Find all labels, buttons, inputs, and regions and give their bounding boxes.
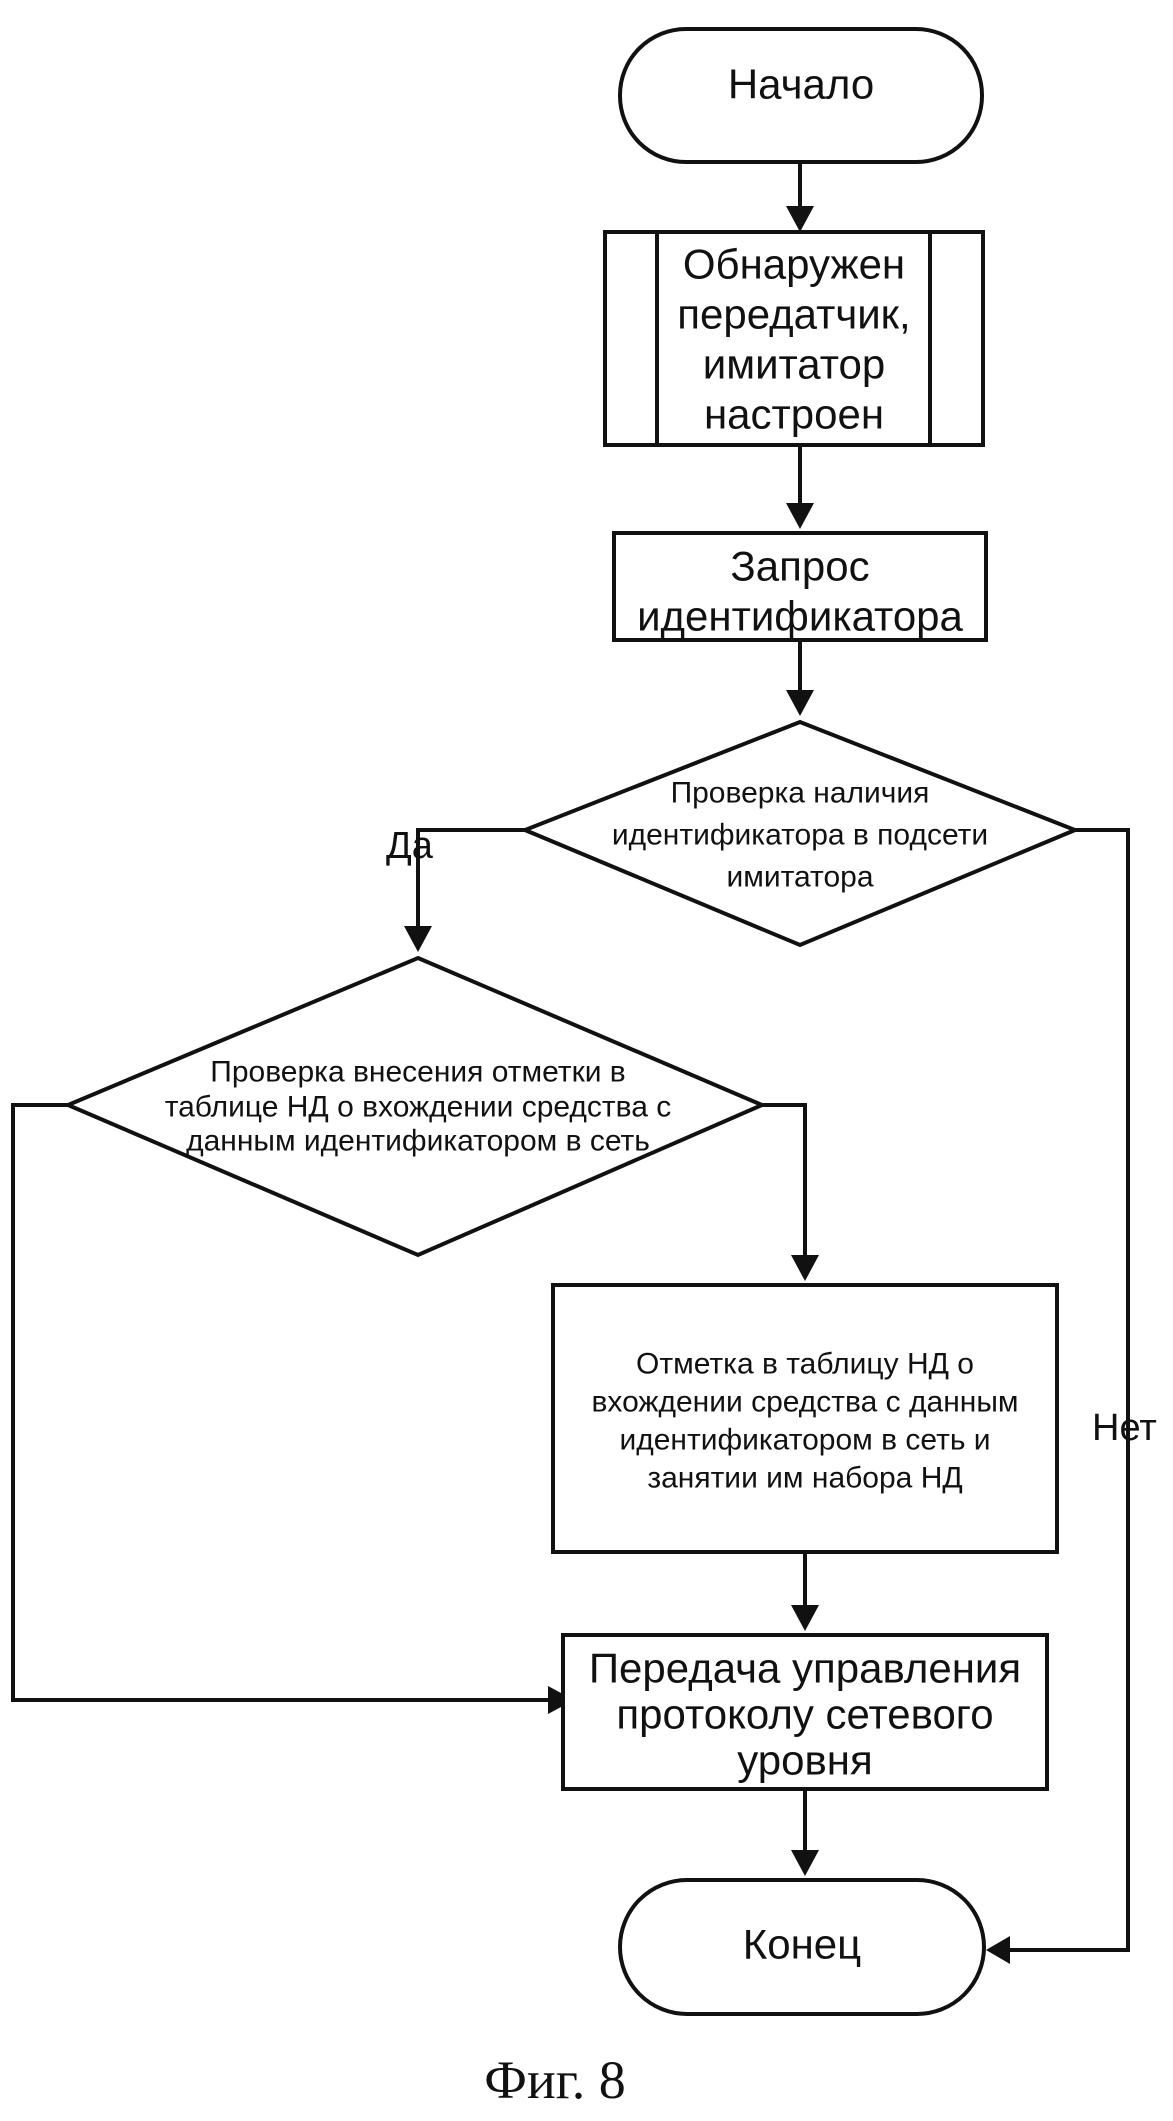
arrowhead-mark-table bbox=[791, 1255, 819, 1281]
arrowhead-detected bbox=[786, 206, 814, 232]
arrowhead-request bbox=[786, 503, 814, 529]
figure-caption: Фиг. 8 bbox=[484, 2050, 626, 2110]
node-transfer: Передача управления протоколу сетевого у… bbox=[563, 1635, 1047, 1789]
node-detected: Обнаружен передатчик, имитатор настроен bbox=[605, 232, 983, 445]
mark-table-line-4: занятии им набора НД bbox=[647, 1462, 962, 1495]
transfer-line-2: протоколу сетевого bbox=[616, 1691, 993, 1738]
node-check-table: Проверка внесения отметки в таблице НД о… bbox=[68, 958, 762, 1255]
edge-check-table-right bbox=[762, 1105, 805, 1255]
request-line-2: идентификатора bbox=[637, 593, 963, 640]
check-subnet-line-1: Проверка наличия bbox=[671, 777, 930, 810]
node-end: Конец bbox=[620, 1880, 984, 2014]
mark-table-process-box bbox=[553, 1285, 1057, 1552]
request-line-1: Запрос bbox=[730, 543, 869, 590]
check-table-line-3: данным идентификатором в сеть bbox=[186, 1125, 650, 1158]
edge-label-no: Нет bbox=[1092, 1407, 1157, 1449]
check-subnet-line-3: имитатора bbox=[726, 861, 873, 894]
mark-table-line-3: идентификатором в сеть и bbox=[619, 1424, 990, 1457]
node-mark-table: Отметка в таблицу НД о вхождении средств… bbox=[553, 1285, 1057, 1552]
detected-line-4: настроен bbox=[704, 391, 884, 438]
detected-line-3: имитатор bbox=[703, 341, 885, 388]
node-request: Запрос идентификатора bbox=[614, 533, 986, 640]
check-table-line-2: таблице НД о вхождении средства с bbox=[165, 1091, 672, 1124]
mark-table-line-2: вхождении средства с данным bbox=[591, 1386, 1018, 1419]
node-start: Начало bbox=[620, 29, 982, 162]
transfer-line-3: уровня bbox=[737, 1737, 873, 1784]
node-check-subnet: Проверка наличия идентификатора в подсет… bbox=[525, 722, 1075, 945]
transfer-line-1: Передача управления bbox=[589, 1645, 1021, 1692]
arrowhead-end-top bbox=[791, 1850, 819, 1876]
start-label: Начало bbox=[728, 61, 874, 108]
end-label: Конец bbox=[743, 1921, 861, 1968]
arrowhead-transfer-top bbox=[791, 1605, 819, 1631]
mark-table-line-1: Отметка в таблицу НД о bbox=[636, 1348, 974, 1381]
arrowhead-check-subnet bbox=[786, 690, 814, 716]
edge-check-subnet-yes bbox=[418, 830, 525, 928]
check-table-line-1: Проверка внесения отметки в bbox=[210, 1056, 625, 1089]
detected-line-1: Обнаружен bbox=[683, 241, 905, 288]
arrowhead-check-table bbox=[404, 926, 432, 952]
edge-label-yes: Да bbox=[386, 825, 434, 867]
detected-line-2: передатчик, bbox=[677, 291, 910, 338]
arrowhead-end-right bbox=[986, 1936, 1010, 1964]
check-subnet-line-2: идентификатора в подсети bbox=[612, 819, 988, 852]
